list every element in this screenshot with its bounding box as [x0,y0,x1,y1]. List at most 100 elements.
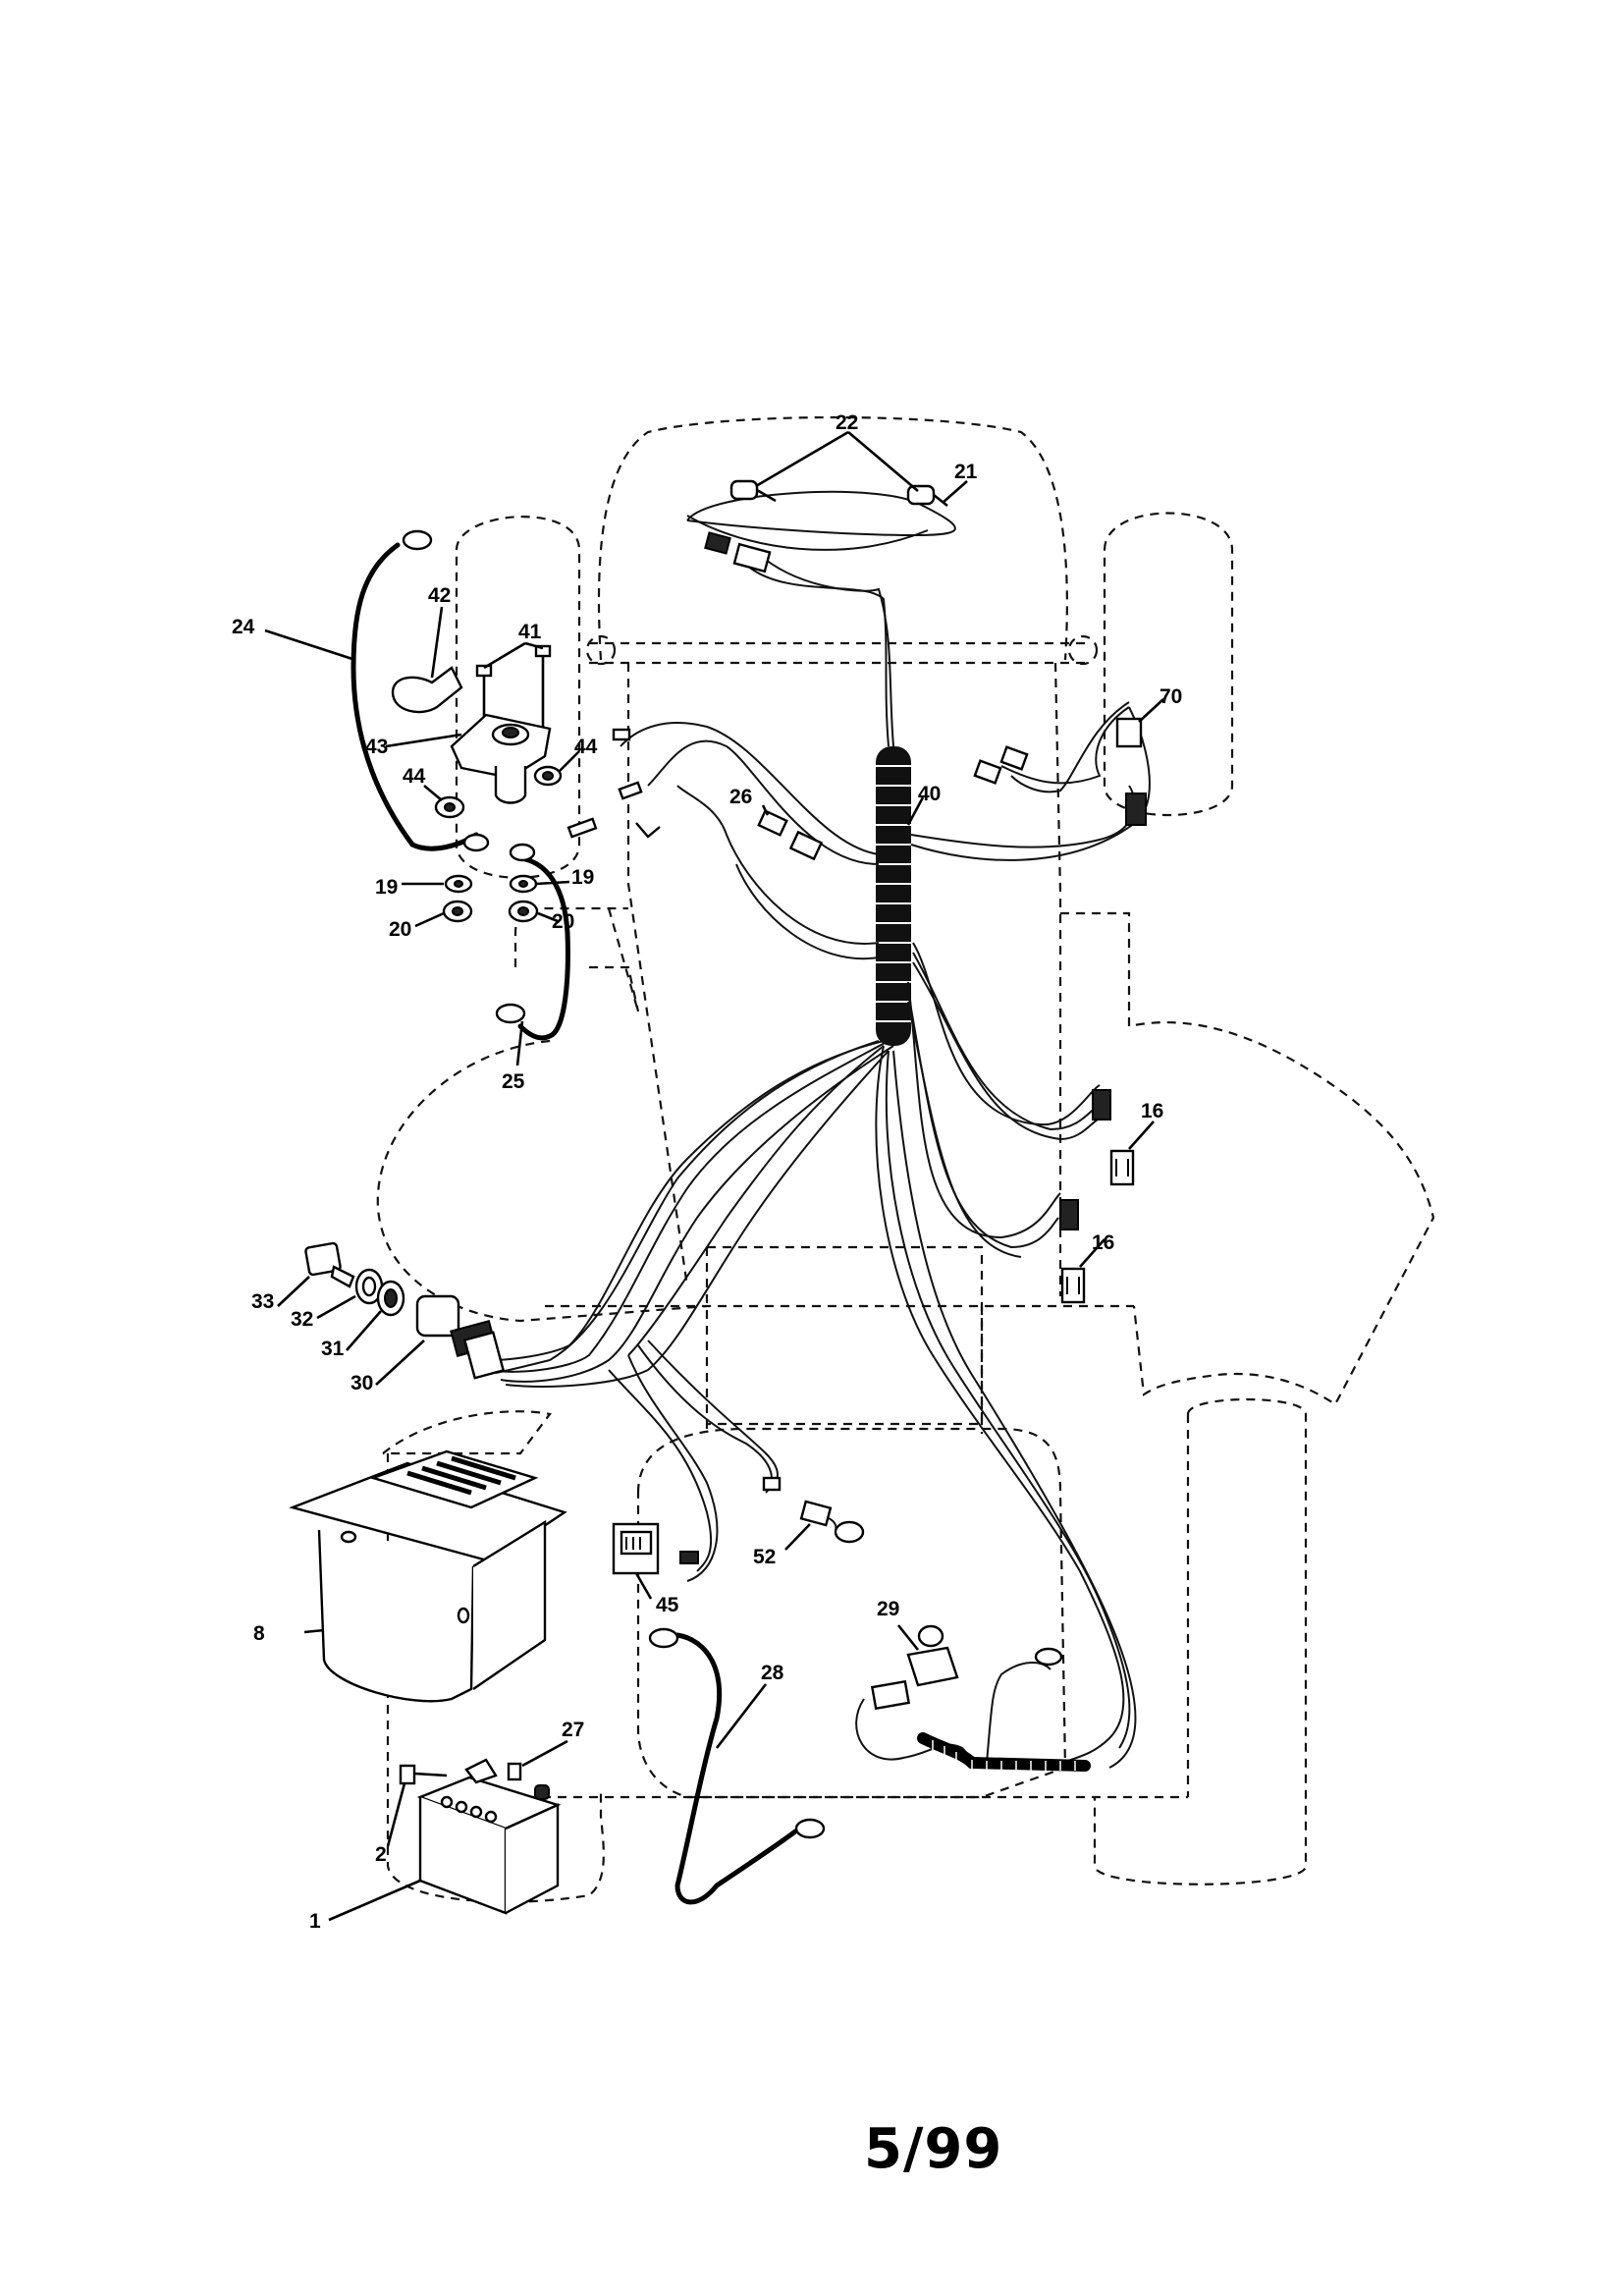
headlight-connector-1 [704,531,731,555]
front-right-wheel-outline [1103,512,1234,816]
ring-terminal-24-end [462,833,490,852]
switch-29 [906,1624,959,1687]
screw-41-right [534,644,552,737]
front-pivot-right [1067,634,1099,666]
callout-40: 40 [918,783,941,805]
left-fender-outline [376,1039,708,1323]
center-panel-outline [545,1247,1134,1434]
connector-70 [1115,717,1143,748]
callout-41: 41 [518,621,542,643]
hood-outline [597,415,1068,661]
wire-to-16-lower-b [907,991,1059,1249]
ring-terminal-25 [495,1003,526,1024]
wire-to-rear-3 [892,1050,1137,1769]
nut-44-right [533,765,563,787]
switch-16-lower [1059,1199,1086,1304]
headlight-bulb-right [906,484,948,508]
ground-cable-28 [674,1632,798,1905]
connector-26-a [757,809,788,837]
callout-31: 31 [321,1338,345,1360]
wire-to-solenoid-4 [735,863,880,960]
callout-43: 43 [365,736,388,758]
wire-to-16-upper-a [912,942,1101,1126]
wire-clip-lower [635,822,661,839]
callout-42: 42 [428,584,451,607]
wire-clip-top [612,728,631,741]
rear-right-wheel-outline [1093,1397,1308,1886]
rear-harness-ground [986,1662,1052,1764]
module-45-plug [679,1551,699,1564]
solenoid-boot-42 [391,666,463,714]
callout-52: 52 [753,1546,776,1568]
callout-28: 28 [761,1662,784,1684]
wire-to-52-b [647,1339,779,1489]
callout-22: 22 [836,411,858,434]
right-fender-outline [1060,911,1435,1406]
callout-16-lower: 16 [1092,1231,1114,1254]
headlight-wire-mid [686,515,929,551]
wire-to-solenoid-1 [620,722,880,855]
bundle-to-ignition-1 [490,1040,885,1361]
battery-tray-8 [289,1449,567,1703]
tractor-outline [376,415,1435,1903]
callout-25: 25 [502,1070,525,1093]
connector-26-b [788,830,824,861]
connector-70-d [1125,793,1147,826]
battery-1 [416,1776,562,1915]
callout-32: 32 [291,1308,313,1331]
callout-19-left: 19 [375,876,398,899]
fuse-holder-1 [566,817,598,839]
headlight-wire-top [686,490,956,537]
parts [289,479,1147,1915]
front-left-wheel-outline [455,516,581,879]
ring-terminal-28-bottom [794,1818,826,1839]
bundle-to-ignition-4 [500,1045,894,1383]
page-number: 5/99 [864,2117,1003,2181]
bundle-to-ignition-5 [627,1045,885,1356]
connector-70-c [999,745,1029,771]
main-harness-coil [876,746,911,1046]
battery-cable-24 [351,542,479,851]
wire-to-rear-2 [885,1050,1131,1749]
wire-to-solenoid-3 [676,785,880,945]
headlight-harness-lead-2 [745,564,890,747]
solenoid-43 [450,713,552,804]
bolt-2 [399,1764,448,1785]
callout-27: 27 [562,1719,584,1741]
callout-45: 45 [656,1594,679,1616]
wire-to-70-c [1000,706,1130,785]
callout-24: 24 [232,616,255,638]
nut-20-left [442,900,473,923]
module-45 [612,1522,660,1575]
washer-19-right [509,874,538,894]
nut-27 [507,1762,522,1781]
frame-left-rail-inner [607,907,640,1012]
frame-left-rail [626,663,689,1287]
ring-terminal-rear [1034,1647,1063,1667]
washer-19-left [444,874,473,894]
bundle-to-ignition-6 [505,1050,890,1388]
callout-30: 30 [351,1372,373,1394]
nut-31 [376,1280,405,1317]
headlight-bulb-left [729,479,777,503]
callout-44-left: 44 [403,765,426,788]
rear-center-outline [636,1427,1067,1799]
wire-harness [351,490,1151,1905]
callout-1: 1 [309,1910,321,1933]
connector-near-52 [762,1476,782,1492]
callout-33: 33 [251,1290,274,1313]
bundle-to-ignition-2 [490,1040,890,1373]
seat-base-outline [707,1245,984,1426]
connector-70-b [973,759,1002,785]
headlight-connector-2 [732,542,772,574]
ring-terminal-25-top [509,843,536,862]
bundle-to-ignition-3 [495,1040,880,1374]
ignition-key-33 [304,1241,355,1288]
wire-to-70-d [1010,701,1130,793]
front-pivot-left [585,634,617,666]
nut-44-left [434,795,465,819]
ring-terminal-24 [402,529,433,551]
callout-20-right: 20 [552,910,574,933]
wire-to-70-a [910,785,1136,848]
callout-70: 70 [1160,685,1182,708]
